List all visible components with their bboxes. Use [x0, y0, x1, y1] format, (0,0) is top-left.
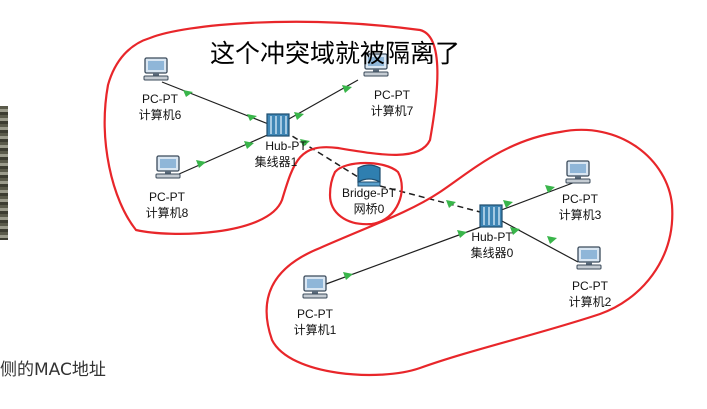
pc8-name-label: 计算机8	[146, 205, 189, 220]
pc6-type-label: PC-PT	[142, 92, 179, 106]
pc7-type-label: PC-PT	[374, 88, 411, 102]
sidebar-edge-strip	[0, 106, 8, 240]
hub1-name-label: 集线器1	[255, 154, 298, 169]
link-pc8-hub1	[169, 132, 273, 179]
pc1-name-label: 计算机1	[294, 322, 337, 337]
link-pc2-hub0	[499, 219, 579, 263]
annotation-headline: 这个冲突域就被隔离了	[210, 39, 461, 68]
link-bridge0-hub0	[379, 185, 489, 215]
pc6-icon[interactable]	[143, 57, 169, 81]
link-pc3-hub0	[495, 180, 579, 213]
pc3-type-label: PC-PT	[562, 192, 599, 206]
pc2-type-label: PC-PT	[572, 279, 609, 293]
pc3-icon[interactable]	[565, 160, 591, 184]
pc1-type-label: PC-PT	[297, 307, 334, 321]
bridge0-name-label: 网桥0	[354, 202, 385, 216]
bridge0-type-label: Bridge-PT	[342, 186, 397, 200]
pc6-name-label: 计算机6	[139, 107, 182, 122]
hub0-type-label: Hub-PT	[471, 230, 513, 244]
pc8-type-label: PC-PT	[149, 190, 186, 204]
link-pc1-hub0	[317, 224, 487, 288]
bridge0-icon[interactable]	[357, 164, 381, 187]
hub0-name-label: 集线器0	[471, 245, 514, 260]
hub1-type-label: Hub-PT	[265, 139, 307, 153]
annotation-caption: 侧的MAC地址	[0, 360, 106, 380]
hub1-icon[interactable]	[266, 113, 290, 137]
pc1-icon[interactable]	[302, 275, 328, 299]
pc2-icon[interactable]	[576, 246, 602, 270]
pc7-name-label: 计算机7	[371, 103, 414, 118]
pc2-name-label: 计算机2	[569, 294, 612, 309]
hub0-icon[interactable]	[479, 204, 503, 228]
link-pc7-hub1	[279, 79, 359, 125]
link-hub1-bridge0	[283, 130, 359, 178]
bridge-highlight-circle	[328, 162, 403, 226]
pc8-icon[interactable]	[155, 155, 181, 179]
pc3-name-label: 计算机3	[559, 207, 602, 222]
collision-domain-outline-bottom	[265, 128, 674, 376]
collision-domain-outline-top	[103, 20, 439, 235]
link-pc6-hub1	[161, 81, 277, 128]
